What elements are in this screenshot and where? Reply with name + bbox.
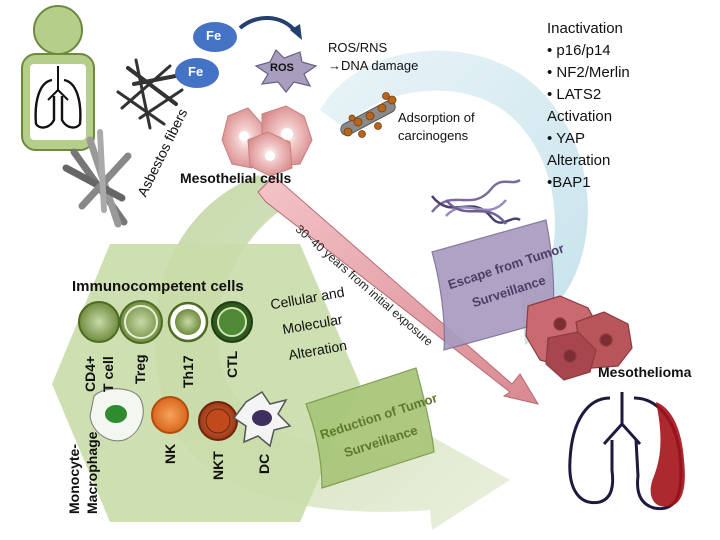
exposure-arrow <box>257 175 540 405</box>
monocyte-macrophage-cell <box>89 388 144 442</box>
nk-cell <box>151 396 189 434</box>
fe-oval-1 <box>193 22 237 52</box>
dna-helix-icon <box>431 178 521 225</box>
ros-label: ROS <box>270 62 294 74</box>
reduction-banner <box>305 367 435 489</box>
lung-lesion <box>650 402 685 507</box>
tumor-cells-icon <box>525 295 633 381</box>
immunocompetent-title: Immunocompetent cells <box>72 278 244 295</box>
gene-inactivation-heading: Inactivation <box>547 20 623 37</box>
gene-alteration-heading: Alteration <box>547 152 611 169</box>
nkt-label: NKT <box>210 451 226 480</box>
fe-to-ros-arrow <box>238 15 298 34</box>
treg-cell <box>119 300 163 344</box>
cd4-t-cell <box>78 301 120 343</box>
cd4-label-2: T cell <box>100 356 116 392</box>
monocyte-label-2: Macrophage <box>84 431 100 514</box>
gene-item-nf2: • NF2/Merlin <box>547 64 630 81</box>
treg-label: Treg <box>132 354 148 384</box>
th17-label: Th17 <box>180 355 196 388</box>
nkt-cell <box>198 401 238 441</box>
cd4-label-1: CD4+ <box>82 355 98 392</box>
dc-cell <box>232 390 292 448</box>
ros-rns-label: ROS/RNS <box>328 40 388 55</box>
mesothelioma-label: Mesothelioma <box>598 364 692 380</box>
carcinogen-fiber-icon <box>340 92 397 138</box>
gene-item-yap: • YAP <box>547 130 586 147</box>
ctl-cell <box>211 301 253 343</box>
person-icon <box>21 5 95 151</box>
mesothelial-cells-icon <box>221 105 313 177</box>
monocyte-label-1: Monocyte- <box>66 444 82 514</box>
dc-label: DC <box>256 453 272 474</box>
fe-label-2: Fe <box>188 64 204 79</box>
asbestos-fibers-icon <box>62 58 188 228</box>
dna-damage-label: →DNA damage <box>328 58 419 73</box>
mesothelial-cells-label: Mesothelial cells <box>180 170 292 186</box>
blue-curved-arrow <box>320 50 588 345</box>
adsorption-label-1: Adsorption of <box>398 110 475 125</box>
gene-item-p16: • p16/p14 <box>547 42 611 59</box>
ros-star <box>254 48 318 93</box>
fe-oval-2 <box>175 58 219 88</box>
adsorption-label-2: carcinogens <box>398 128 469 143</box>
fe-label-1: Fe <box>206 28 222 43</box>
gene-item-bap1: •BAP1 <box>547 174 591 191</box>
nk-label: NK <box>162 443 178 464</box>
ctl-label: CTL <box>224 350 240 378</box>
gene-item-lats2: • LATS2 <box>547 86 602 103</box>
gene-activation-heading: Activation <box>547 108 613 125</box>
th17-cell <box>167 301 209 343</box>
